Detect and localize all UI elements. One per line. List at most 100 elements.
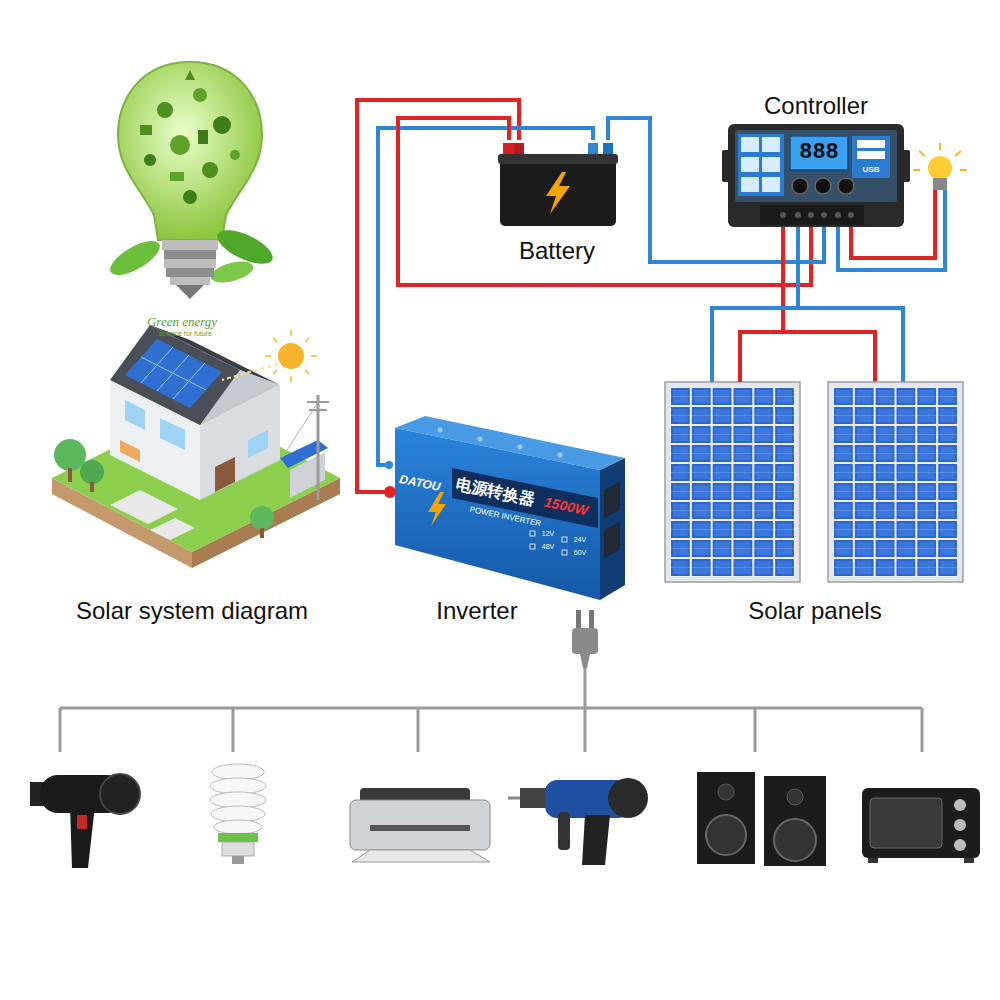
house-illustration bbox=[110, 490, 178, 524]
charge-controller-device bbox=[762, 137, 780, 152]
charge-controller-device bbox=[835, 212, 841, 218]
green-energy-bulb bbox=[213, 116, 231, 134]
power-drill bbox=[558, 812, 570, 850]
toaster-oven bbox=[868, 858, 878, 863]
cfl-bulb bbox=[210, 764, 266, 864]
green-energy-bulb bbox=[202, 162, 218, 178]
hair-dryer bbox=[70, 805, 95, 868]
house-illustration bbox=[68, 468, 72, 482]
charge-controller-device bbox=[738, 134, 784, 196]
toaster-oven bbox=[870, 798, 942, 848]
wire-connector bbox=[398, 118, 811, 285]
green-energy-bulb bbox=[183, 190, 197, 204]
solar-panel bbox=[828, 382, 963, 582]
power-inverter-device bbox=[428, 492, 446, 526]
slogan-subtext: science for future bbox=[158, 330, 212, 338]
house-illustration bbox=[305, 370, 309, 374]
cfl-bulb bbox=[214, 820, 262, 834]
charge-controller-device bbox=[780, 212, 786, 218]
green-energy-bulb bbox=[162, 240, 218, 250]
power-drill bbox=[582, 815, 610, 865]
printer bbox=[350, 788, 490, 862]
plug-and-bus bbox=[576, 610, 581, 630]
house-illustration bbox=[250, 506, 274, 530]
green-energy-bulb bbox=[185, 70, 195, 80]
cfl-bulb bbox=[218, 833, 258, 842]
green-energy-bulb bbox=[105, 234, 164, 281]
power-inverter-device bbox=[452, 468, 598, 528]
wire-connector bbox=[357, 100, 519, 492]
charge-controller-device bbox=[722, 124, 910, 227]
power-rating: 1500W bbox=[543, 494, 590, 519]
slogan-text: Green energy bbox=[147, 315, 217, 330]
lamp-load bbox=[955, 151, 961, 156]
power-inverter-device bbox=[384, 416, 625, 600]
house-illustration bbox=[160, 418, 185, 450]
brand-name: DATOU bbox=[398, 473, 441, 495]
speakers bbox=[697, 772, 755, 864]
charge-controller-device bbox=[762, 157, 780, 172]
house-illustration bbox=[309, 409, 327, 411]
power-inverter-device bbox=[530, 531, 535, 536]
house-illustration bbox=[120, 440, 140, 462]
printer bbox=[370, 825, 470, 831]
product-name: 电源转换器 bbox=[454, 475, 536, 509]
lamp-load bbox=[939, 143, 941, 150]
power-inverter-device bbox=[558, 453, 563, 458]
solar-panel bbox=[665, 382, 963, 582]
plug-and-bus bbox=[580, 654, 590, 668]
toaster-oven bbox=[964, 858, 974, 863]
house-illustration bbox=[52, 325, 340, 568]
cfl-bulb bbox=[232, 856, 244, 864]
green-energy-bulb bbox=[95, 55, 285, 245]
house-illustration bbox=[305, 338, 309, 342]
house-illustration bbox=[273, 370, 277, 374]
speakers bbox=[787, 789, 803, 805]
wire-connector bbox=[740, 227, 783, 382]
figure-label: Solar system diagram bbox=[76, 597, 308, 625]
green-energy-bulb bbox=[193, 88, 207, 102]
house-illustration bbox=[54, 439, 86, 471]
charge-controller-device bbox=[795, 212, 801, 218]
voltage-option: 60V bbox=[574, 549, 586, 557]
charge-controller-device bbox=[808, 212, 814, 218]
battery-device bbox=[546, 172, 570, 214]
power-inverter-device bbox=[384, 486, 396, 498]
charge-controller-device bbox=[741, 137, 759, 152]
hair-dryer bbox=[77, 815, 87, 829]
charge-controller-device bbox=[741, 177, 759, 192]
lamp-load bbox=[838, 143, 967, 270]
device-label: Battery bbox=[519, 237, 595, 265]
power-drill bbox=[508, 797, 522, 800]
hair-dryer bbox=[30, 774, 140, 868]
power-inverter-device bbox=[562, 537, 567, 542]
printer bbox=[350, 800, 490, 850]
port-label: USB bbox=[863, 165, 880, 174]
lcd-digits: 888 bbox=[799, 140, 839, 165]
charge-controller-device bbox=[848, 212, 854, 218]
device-label: Inverter bbox=[436, 597, 517, 625]
toaster-oven bbox=[954, 839, 966, 851]
power-inverter-device bbox=[604, 482, 620, 518]
toaster-oven bbox=[862, 788, 980, 858]
speakers bbox=[697, 772, 826, 866]
power-inverter: DATOU电源转换器1500WPOWER INVERTER12V24V48V60… bbox=[385, 412, 630, 625]
charge-controller-device bbox=[790, 136, 848, 170]
speakers bbox=[706, 815, 746, 855]
voltage-option: 48V bbox=[542, 543, 554, 551]
lamp-load bbox=[933, 178, 947, 190]
cfl-bulb bbox=[222, 842, 254, 856]
panel-wires bbox=[783, 308, 903, 382]
lamp-load bbox=[913, 169, 920, 171]
charge-controller-device bbox=[857, 140, 885, 148]
speakers bbox=[764, 776, 826, 866]
battery-device bbox=[498, 143, 618, 226]
charge-controller-device bbox=[741, 157, 759, 172]
house-illustration bbox=[282, 402, 318, 458]
house-illustration bbox=[215, 457, 235, 492]
green-energy-bulb bbox=[95, 55, 285, 299]
lamp-load bbox=[919, 151, 925, 156]
charge-controller: Controller888USB bbox=[722, 92, 910, 227]
power-inverter-device bbox=[385, 461, 393, 469]
house-illustration bbox=[290, 330, 292, 336]
